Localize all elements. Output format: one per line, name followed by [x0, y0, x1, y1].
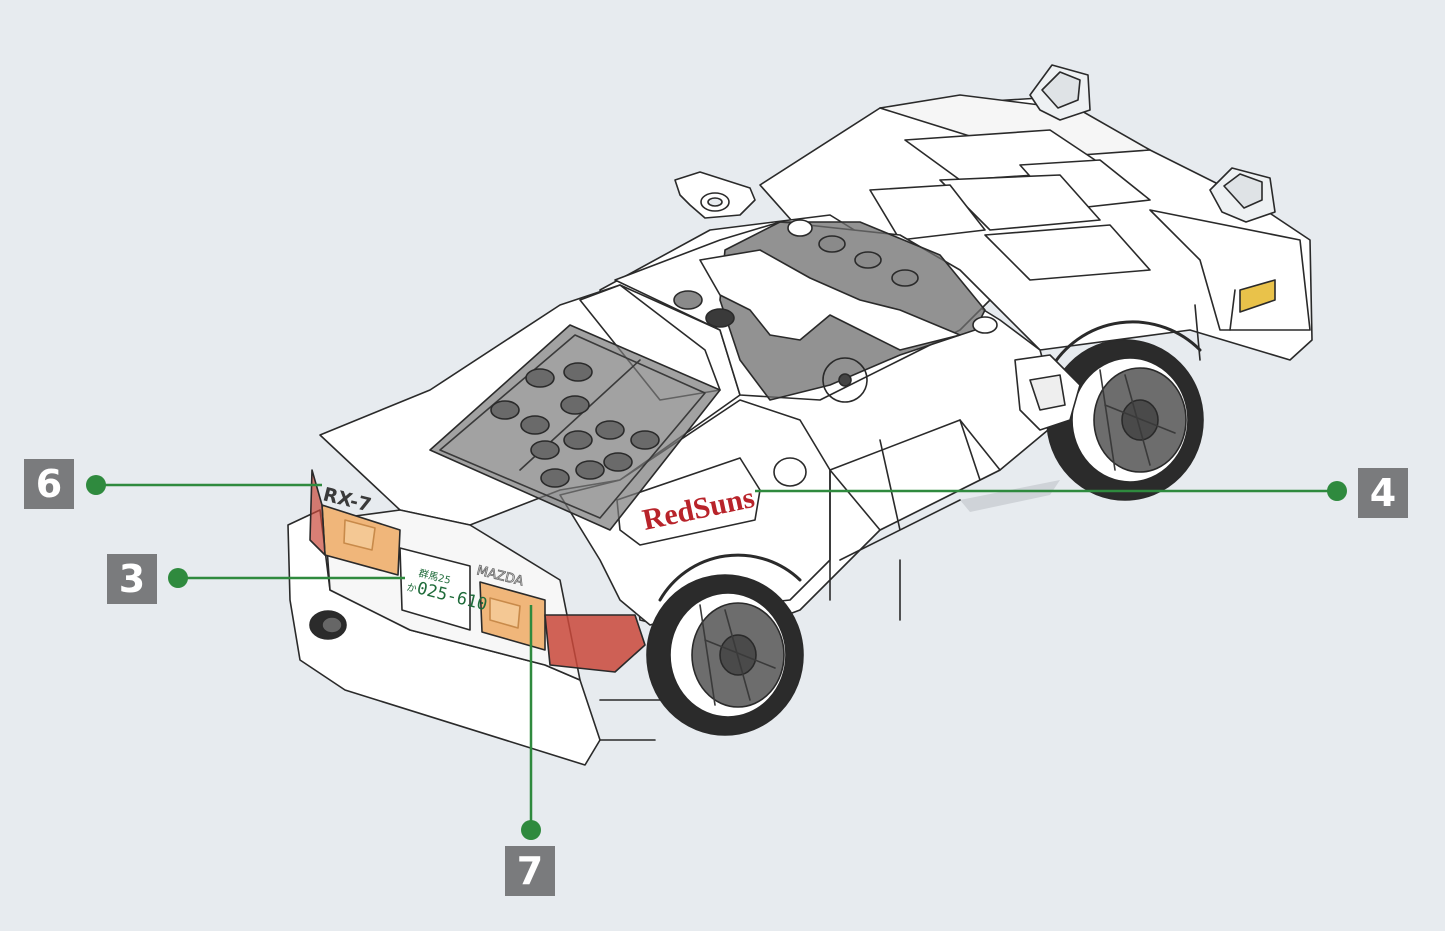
exhaust-pipe — [309, 610, 347, 640]
roof-studs — [673, 219, 998, 334]
leader-lines — [86, 475, 1347, 840]
taillights — [309, 469, 646, 673]
side-mirror — [1014, 354, 1081, 431]
license-plate — [399, 547, 471, 631]
leader-line-7 — [521, 605, 541, 840]
car-cabin — [579, 219, 998, 403]
pop-up-headlights — [1029, 64, 1276, 223]
tow-hook — [674, 171, 756, 219]
callout-badge-6: 6 — [24, 459, 74, 509]
leader-line-3 — [168, 568, 405, 588]
side-stud — [773, 457, 807, 487]
side-marker-light — [1239, 279, 1276, 313]
front-wheel — [1046, 320, 1204, 501]
rear-glass — [429, 324, 721, 531]
car-front-body — [759, 94, 1313, 361]
leader-line-6 — [86, 475, 322, 495]
car-illustration — [287, 64, 1313, 766]
callout-badge-7: 7 — [505, 846, 555, 896]
trunk-studs — [490, 362, 660, 488]
plate-prefix: か — [405, 581, 418, 595]
rear-wheel — [646, 553, 804, 736]
leader-line-4 — [755, 481, 1347, 501]
car-underside — [960, 480, 1060, 512]
callout-badge-3: 3 — [107, 554, 157, 604]
callout-badge-4: 4 — [1358, 468, 1408, 518]
